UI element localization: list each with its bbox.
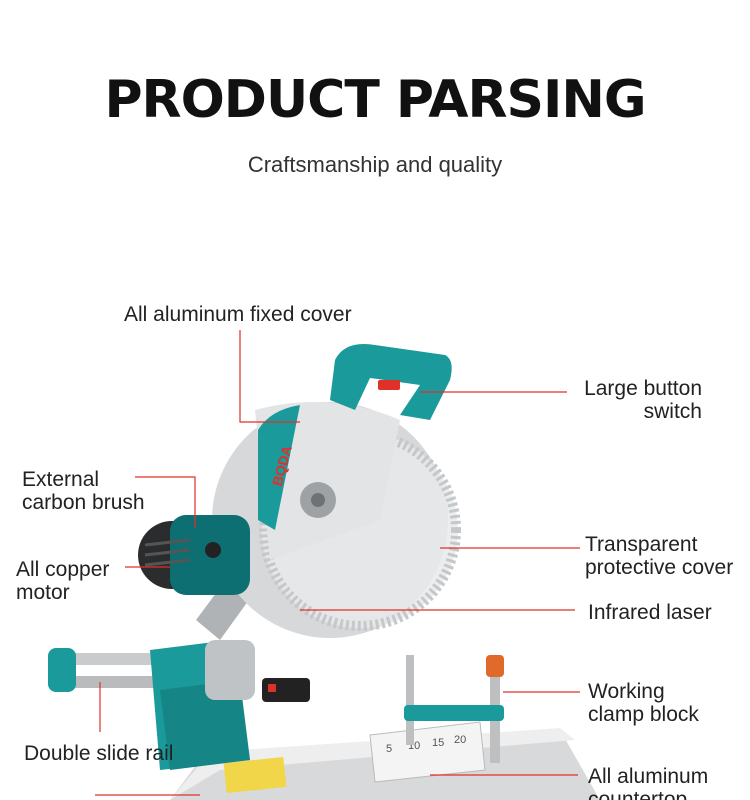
label-button-switch: Large button switch: [560, 377, 702, 423]
blade-guard: BQDA: [212, 402, 461, 638]
fence-scale: 5 10 15 20: [369, 721, 486, 783]
label-line: countertop: [588, 788, 688, 800]
scale-mark: 5: [386, 743, 392, 755]
label-line: switch: [643, 400, 702, 423]
label-line: Large button: [584, 377, 702, 400]
label-fixed-cover: All aluminum fixed cover: [124, 303, 352, 326]
scale-mark: 15: [432, 737, 444, 749]
scale-mark: 20: [454, 734, 466, 746]
label-line: motor: [16, 581, 70, 604]
label-line: Transparent: [585, 533, 698, 556]
label-line: All copper: [16, 558, 110, 581]
slide-rail: [48, 640, 250, 770]
leader-carbon-brush: [135, 476, 196, 528]
clamp-block: [404, 655, 504, 763]
label-protective-cover: Transparent protective cover: [585, 533, 733, 579]
leader-fixed-cover: [239, 330, 300, 423]
label-countertop: All aluminum countertop: [588, 765, 708, 800]
label-copper-motor: All copper motor: [16, 558, 109, 604]
label-line: External: [22, 468, 100, 491]
motor: [138, 515, 250, 595]
saw-handle: [330, 344, 452, 420]
page-title: PRODUCT PARSING: [104, 70, 646, 130]
label-line: All aluminum: [588, 765, 709, 788]
label-line: Working: [588, 680, 665, 703]
label-line: carbon brush: [22, 491, 145, 514]
label-line: clamp block: [588, 703, 699, 726]
label-line: protective cover: [585, 556, 734, 579]
label-clamp-block: Working clamp block: [588, 680, 699, 726]
label-infrared-laser: Infrared laser: [588, 601, 712, 624]
label-carbon-brush: External carbon brush: [22, 468, 145, 514]
page-subtitle: Craftsmanship and quality: [247, 152, 503, 177]
label-slide-rail: Double slide rail: [24, 742, 174, 765]
